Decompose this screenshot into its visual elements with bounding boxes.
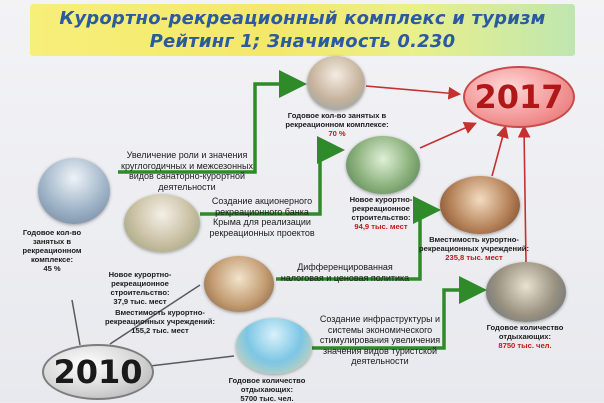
indicator-label: Годовое количество отдыхающих: xyxy=(486,323,564,341)
measure-bank: Создание акционерного рекреационного бан… xyxy=(209,196,315,238)
tourists-photo-icon xyxy=(486,262,566,322)
link-2010-3 xyxy=(149,355,235,367)
arrow-to-2017-3 xyxy=(491,124,509,177)
tower-photo-icon xyxy=(307,56,365,110)
arrow-measure-4 xyxy=(312,276,487,350)
year-2010-oval: 2010 xyxy=(42,344,154,400)
indicator-2010-construction: Новое курортно-рекреационное строительст… xyxy=(90,270,190,306)
link-2010-1 xyxy=(71,299,81,346)
arrow-to-2017-2 xyxy=(419,122,477,149)
link-2010-2 xyxy=(109,284,201,345)
arrow-measure-2 xyxy=(200,136,345,216)
indicator-label: Годовое кол-во занятых в рекреационном к… xyxy=(22,228,82,264)
measure-infrastructure: Создание инфраструктуры и системы эконом… xyxy=(319,314,441,366)
indicator-label: Вместимость курортно-рекреационных учреж… xyxy=(105,308,215,326)
indicator-value: 70 % xyxy=(328,129,346,138)
indicator-value: 8750 тыс. чел. xyxy=(498,341,552,350)
arrow-to-2017-1 xyxy=(365,85,462,100)
indicator-2010-visitors: Годовое количество отдыхающих: 5700 тыс.… xyxy=(212,376,322,403)
indicator-2017-capacity: Вместимость курортно-рекреационных учреж… xyxy=(410,235,538,262)
year-2017-oval: 2017 xyxy=(463,66,575,128)
indicator-label: Новое курортно-рекреационное строительст… xyxy=(349,195,413,222)
indicator-value: 45 % xyxy=(43,264,61,273)
indicator-label: Новое курортно-рекреационное строительст… xyxy=(108,270,172,297)
indicator-2017-visitors: Годовое количество отдыхающих: 8750 тыс.… xyxy=(470,323,580,350)
arrow-measure-1 xyxy=(118,70,307,174)
indicator-value: 94,9 тыс. мест xyxy=(354,222,408,231)
slide-title: Курортно-рекреационный комплекс и туризм xyxy=(59,8,546,29)
slide-subtitle: Рейтинг 1; Значимость 0.230 xyxy=(149,31,456,52)
indicator-value: 5700 тыс. чел. xyxy=(240,394,294,403)
indicator-label: Годовое количество отдыхающих: xyxy=(228,376,306,394)
measure-seasonal: Увеличение роли и значения круглогодичны… xyxy=(121,150,253,192)
interior-photo-icon xyxy=(204,256,274,312)
room-photo-icon xyxy=(440,176,520,234)
building-photo-icon xyxy=(38,158,110,224)
indicator-value: 37,9 тыс. мест xyxy=(113,297,167,306)
arrow-measure-3 xyxy=(276,196,441,281)
arrow-to-2017-4 xyxy=(517,124,531,263)
indicator-value: 235,8 тыс. мест xyxy=(445,253,503,262)
resort-photo-icon xyxy=(124,194,200,252)
title-banner: Курортно-рекреационный комплекс и туризм… xyxy=(30,4,575,56)
hotel-photo-icon xyxy=(346,136,420,194)
indicator-label: Вместимость курортно-рекреационных учреж… xyxy=(419,235,529,253)
indicator-2010-capacity: Вместимость курортно-рекреационных учреж… xyxy=(100,308,220,335)
indicator-label: Годовое кол-во занятых в рекреационном к… xyxy=(285,111,389,129)
indicator-2017-employed: Годовое кол-во занятых в рекреационном к… xyxy=(280,111,394,138)
measure-tax: Дифференцированная налоговая и ценовая п… xyxy=(280,262,410,283)
indicator-2017-construction: Новое курортно-рекреационное строительст… xyxy=(326,195,436,231)
indicator-value: 155,2 тыс. мест xyxy=(131,326,189,335)
beach-photo-icon xyxy=(236,318,312,374)
indicator-2010-employed: Годовое кол-во занятых в рекреационном к… xyxy=(8,228,96,273)
